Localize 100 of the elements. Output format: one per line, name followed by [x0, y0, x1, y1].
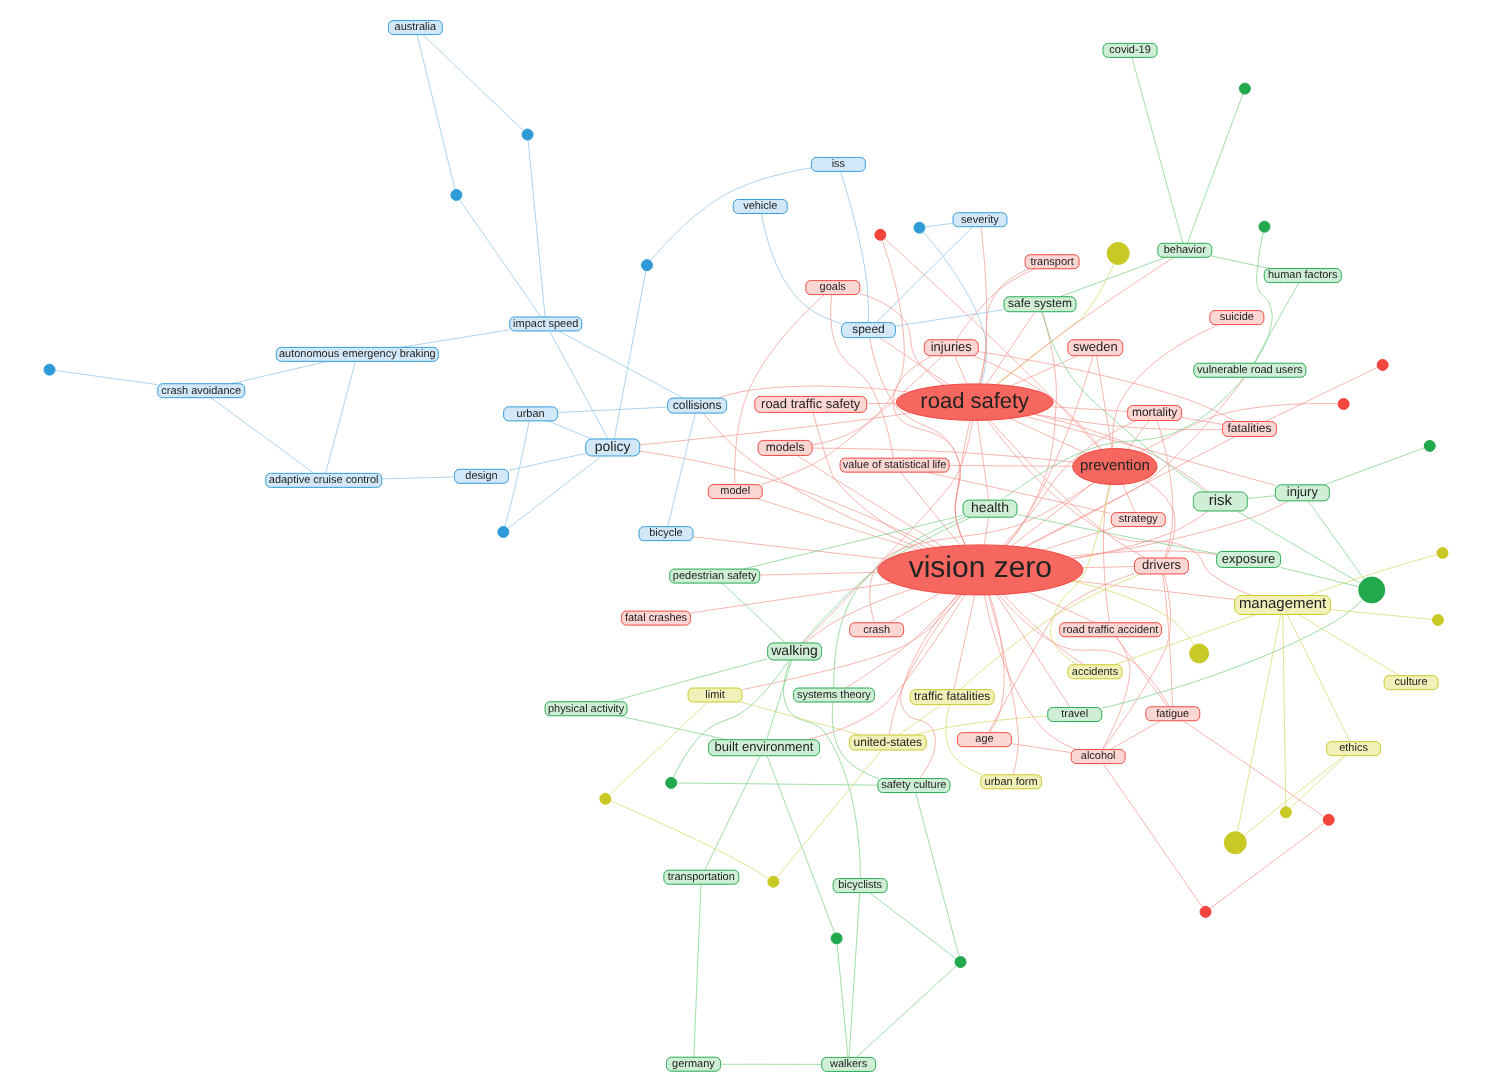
connector — [1034, 413, 1223, 431]
connector — [1041, 526, 1117, 551]
connector — [504, 420, 530, 527]
connector — [766, 755, 835, 934]
connector — [1059, 256, 1167, 298]
connector — [840, 171, 870, 323]
connector — [869, 337, 966, 546]
connector — [400, 329, 510, 348]
connector — [558, 330, 684, 399]
connector — [1236, 510, 1361, 584]
node-circle — [43, 363, 56, 376]
connector — [836, 943, 849, 1058]
connector — [972, 355, 1102, 450]
connector — [987, 420, 1253, 596]
connector — [987, 594, 1019, 776]
connector — [859, 293, 945, 386]
connector — [759, 571, 879, 576]
connector — [1243, 755, 1345, 837]
connector — [796, 455, 944, 548]
connector — [1027, 591, 1096, 624]
connector — [1005, 355, 1094, 546]
connector — [954, 420, 971, 546]
connector — [325, 360, 356, 474]
connector — [978, 268, 1030, 385]
node-circle — [1431, 613, 1444, 626]
connector — [959, 573, 1142, 690]
connector — [650, 167, 812, 262]
connector — [868, 892, 957, 959]
connector — [610, 800, 770, 879]
connector — [1024, 376, 1246, 548]
connector — [1182, 720, 1325, 817]
connector — [1211, 255, 1271, 269]
node-circle — [599, 792, 612, 805]
connector — [717, 385, 910, 399]
node-circle — [1223, 831, 1247, 855]
node-circle — [874, 228, 887, 241]
connector — [381, 476, 455, 480]
node-circle — [1106, 241, 1130, 265]
connector — [1280, 566, 1360, 588]
connector — [557, 406, 668, 413]
connector — [1282, 614, 1287, 808]
connector — [1011, 743, 1072, 753]
node-circle — [665, 776, 678, 789]
connector — [1102, 763, 1203, 908]
connector — [811, 239, 905, 446]
connector — [720, 1063, 823, 1065]
connector — [1112, 324, 1220, 449]
node-circle — [450, 188, 463, 201]
connector — [1127, 420, 1150, 450]
node-circle — [1322, 813, 1335, 826]
connector — [1162, 573, 1173, 708]
connector — [1287, 614, 1351, 742]
connector — [1000, 376, 1245, 501]
connector — [617, 715, 728, 741]
connector — [667, 412, 696, 527]
connector — [884, 238, 1101, 450]
connector — [979, 226, 988, 385]
connector — [742, 514, 964, 570]
node-circle — [1358, 576, 1386, 604]
connector — [856, 965, 957, 1058]
connector — [879, 337, 950, 386]
node-circle — [1238, 82, 1251, 95]
connector — [989, 594, 1005, 733]
node-ellipse: road safety — [895, 383, 1054, 421]
connector — [1022, 436, 1236, 548]
connector — [806, 594, 966, 741]
connector — [1122, 484, 1136, 513]
connector — [954, 355, 968, 385]
node-circle — [640, 259, 653, 272]
connector — [1041, 311, 1207, 493]
connector — [734, 294, 825, 485]
connector — [1156, 420, 1174, 559]
node-circle — [1199, 905, 1212, 918]
connector — [1308, 554, 1438, 596]
node-circle — [497, 525, 510, 538]
connector — [693, 883, 702, 1058]
connector — [507, 455, 602, 529]
node-ellipse: vision zero — [877, 544, 1084, 596]
node-circle — [1279, 806, 1292, 819]
node-circle — [767, 875, 780, 888]
connector — [983, 516, 990, 546]
connector — [1096, 355, 1113, 449]
connector — [801, 516, 972, 644]
connector — [945, 704, 983, 776]
connector — [1103, 484, 1111, 623]
connector — [1110, 720, 1161, 750]
connector — [1070, 500, 1289, 559]
connector — [1131, 57, 1184, 244]
connector — [639, 412, 912, 446]
connector — [610, 658, 768, 703]
connector — [996, 263, 1115, 385]
connector — [811, 447, 1074, 463]
connector — [760, 355, 944, 485]
connector — [812, 412, 929, 549]
connector — [848, 892, 861, 1058]
connector — [1181, 417, 1223, 425]
connector — [1072, 580, 1235, 600]
connector — [1071, 580, 1195, 646]
connector — [833, 516, 966, 689]
connector — [690, 582, 894, 614]
